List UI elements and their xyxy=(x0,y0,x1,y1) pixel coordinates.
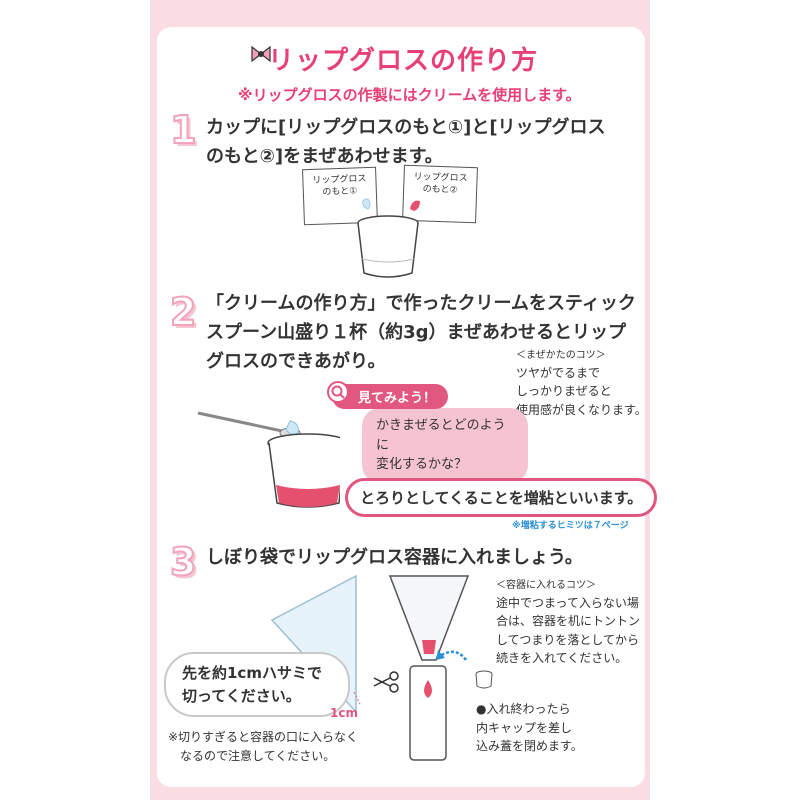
mix-tip: ＜まぜかたのコツ＞ ツヤがでるまで しっかりまぜると 使用感が良くなります。 xyxy=(516,348,647,419)
look-line: 変化するかな？ xyxy=(376,457,468,472)
container-tip-line: してつまりを落としてから xyxy=(496,632,640,647)
look-bubble: かきまぜるとどのように 変化するかな？ xyxy=(362,408,528,483)
step-2-number: 2 xyxy=(169,289,197,335)
finish-note: ●入れ終わったら 内キャップを差し 込み蓋を閉めます。 xyxy=(476,700,583,756)
container-tip: ＜容器に入れるコツ＞ 途中でつまって入らない場 合は、容器を机にトントン してつ… xyxy=(496,578,640,668)
step-1-text: カップに[リップグロスのもと①]と[リップグロス のもと②]をまぜあわせます。 xyxy=(206,114,606,172)
cut-line: 切ってください。 xyxy=(182,686,301,705)
mix-tip-line: 使用感が良くなります。 xyxy=(516,402,647,417)
curved-arrow-icon xyxy=(436,650,468,661)
cup-step1-icon xyxy=(357,198,420,278)
step-2-line: 「クリームの作り方」で作ったクリームをスティック xyxy=(206,293,636,314)
thickening-highlight: とろりとしてくることを増粘といいます。 xyxy=(345,478,658,517)
cut-bubble: 先を約1cmハサミで 切ってください。 xyxy=(164,652,350,717)
scissors-icon xyxy=(373,671,399,693)
container-tip-title: ＜容器に入れるコツ＞ xyxy=(496,580,596,591)
funnel-container-icon xyxy=(388,575,470,761)
finish-line: 込み蓋を閉めます。 xyxy=(476,739,583,754)
step-3-number: 3 xyxy=(169,539,197,585)
cut-line: 先を約1cmハサミで xyxy=(182,664,322,682)
warning-line: ※切りすぎると容器の口に入らなく xyxy=(168,730,359,744)
step-2-text: 「クリームの作り方」で作ったクリームをスティック スプーン山盛り１杯（約3g）ま… xyxy=(206,290,636,376)
thickening-ref-note: ※増粘するヒミツは７ページ xyxy=(512,521,629,531)
look-line: かきまぜるとどのように xyxy=(376,418,506,453)
container-tip-line: 途中でつまって入らない場 xyxy=(496,595,639,610)
finish-line: 内キャップを差し xyxy=(476,720,573,735)
container-tip-line: 合は、容器を机にトントン xyxy=(496,614,641,629)
mix-tip-title: ＜まぜかたのコツ＞ xyxy=(516,350,606,361)
finish-line: ●入れ終わったら xyxy=(476,702,571,716)
measure-label: 1cm xyxy=(330,706,358,720)
mix-tip-line: しっかりまぜると xyxy=(516,384,612,399)
packet-left-label: リップグロス xyxy=(312,174,367,186)
mix-tip-line: ツヤがでるまで xyxy=(516,365,601,380)
step-1-number: 1 xyxy=(169,107,197,153)
container-tip-line: 続きを入れてください。 xyxy=(496,651,628,666)
cup-spoon-icon xyxy=(197,411,340,508)
ribbon-icon xyxy=(251,45,271,63)
step-3-text: しぼり袋でリップグロス容器に入れましょう。 xyxy=(206,547,583,568)
page-title: リップグロスの作り方 xyxy=(268,46,539,76)
packet-right-label: リップグロス xyxy=(413,172,468,184)
step-1-line: カップに[リップグロスのもと①]と[リップグロス xyxy=(206,117,606,138)
step-2-line: スプーン山盛り１杯（約3g）まぜあわせるとリップ xyxy=(206,321,626,343)
step-2-line: グロスのできあがり。 xyxy=(206,350,386,372)
step-1-line: のもと②]をまぜあわせます。 xyxy=(206,145,443,167)
note-top: ※リップグロスの作製にはクリームを使用します。 xyxy=(238,86,581,104)
warning-line: なるので注意してください。 xyxy=(180,748,336,763)
look-tag: 見てみよう！ xyxy=(332,384,449,409)
inner-cap-icon xyxy=(475,670,493,689)
magnifier-icon xyxy=(327,381,349,403)
warning-note: ※切りすぎると容器の口に入らなく なるので注意してください。 xyxy=(168,728,358,765)
